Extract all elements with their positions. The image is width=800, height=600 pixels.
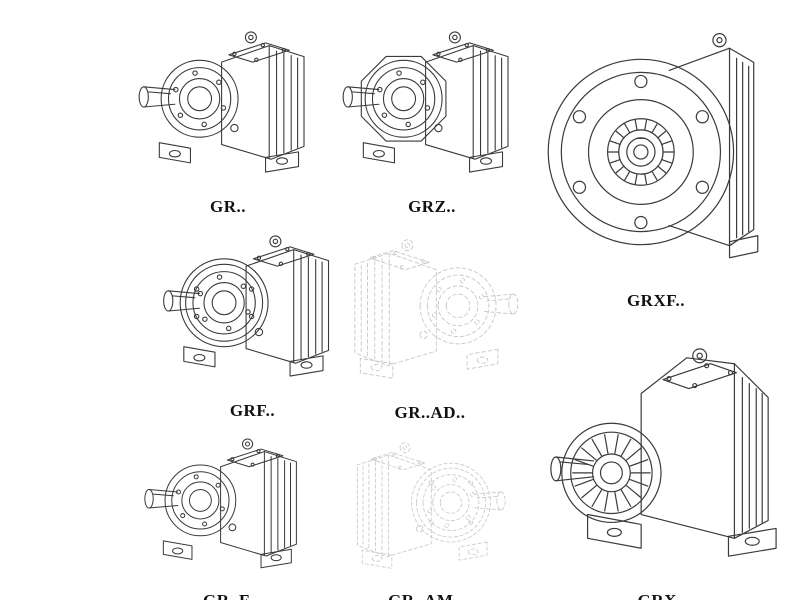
gearbox-gr-drawing [128,20,328,194]
figure-label-grxf: GRXF.. [626,291,686,310]
figure-label-grad: GR..AD.. [394,403,466,422]
figure-gram: GR..AM.. [328,432,523,600]
gearbox-grxf-drawing [540,16,772,288]
figure-grx: GRX.. [538,322,786,600]
figure-label-grf: GRF.. [229,401,276,420]
figure-grf: GRF.. [145,224,360,424]
gearbox-grx-drawing [538,322,786,588]
gearbox-gram-drawing [328,432,523,588]
gearbox-grad-drawing [330,228,530,400]
gearbox-grz-drawing [332,20,532,194]
figure-label-grz: GRZ.. [408,197,456,216]
figure-grz: GRZ.. [332,20,532,220]
figure-grxf: GRXF.. [540,16,772,314]
figure-grad: GR..AD.. [330,228,530,426]
figure-gr: GR.. [128,20,328,220]
figure-grff: GR..F [124,428,329,600]
gearbox-grf-drawing [145,224,360,398]
figure-label-gram: GR..AM.. [388,588,463,600]
gearbox-grff-drawing [124,428,329,588]
figure-label-gr: GR.. [210,197,246,216]
figure-label-grx: GRX.. [638,588,687,600]
figure-label-grff: GR..F [203,588,250,600]
